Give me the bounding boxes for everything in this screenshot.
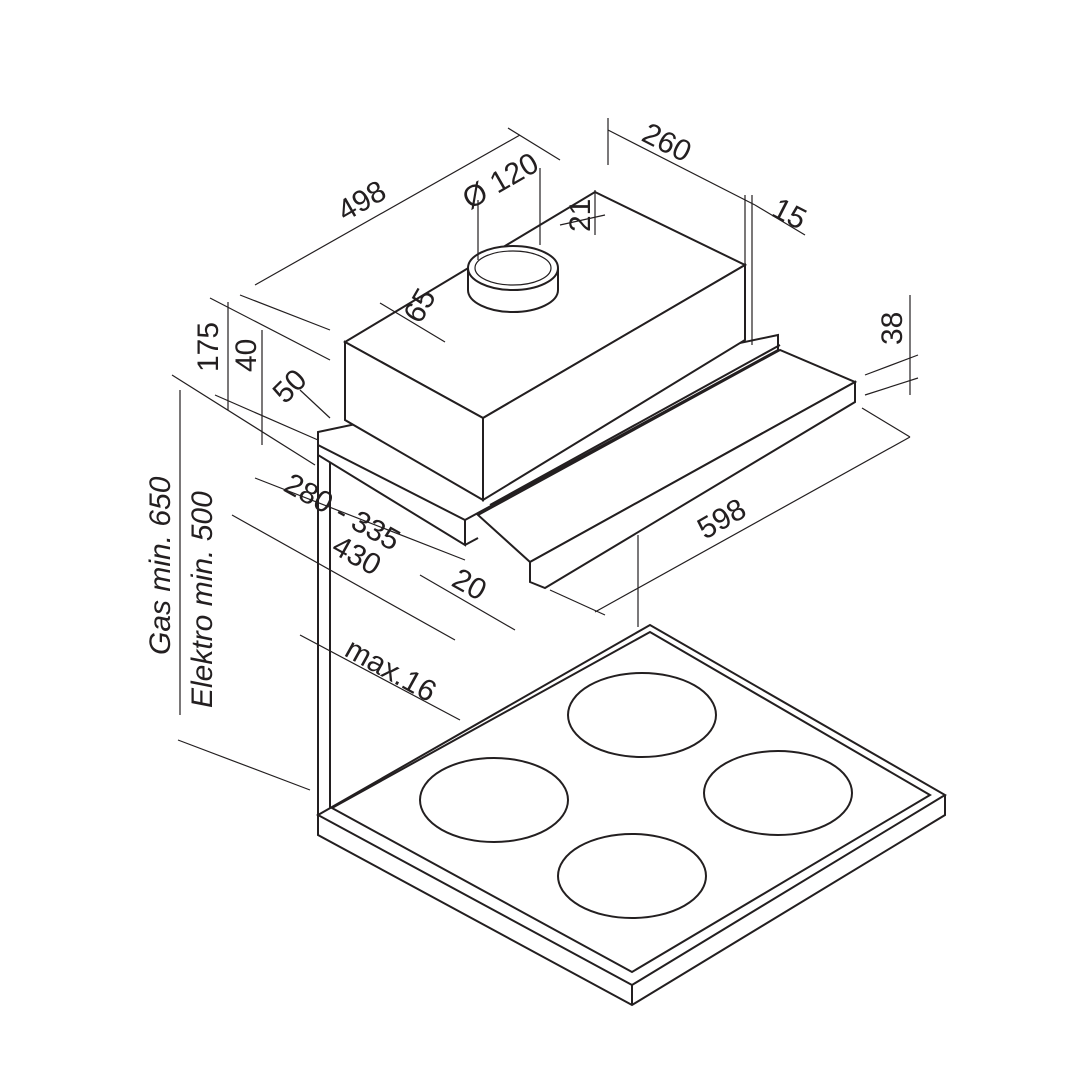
dimension-lines [171, 118, 919, 791]
dim-elektro-min: Elektro min. 500 [186, 491, 219, 708]
dim-260: 260 [637, 117, 697, 169]
dim-max-16: max.16 [340, 632, 442, 709]
burner [567, 672, 717, 758]
dim-598: 598 [692, 492, 752, 546]
burner [419, 757, 569, 843]
burner [703, 750, 853, 836]
cooktop [315, 623, 947, 1007]
burner [557, 833, 707, 919]
telescopic-drawer [476, 344, 858, 590]
dim-gas-min: Gas min. 650 [144, 476, 177, 655]
dim-175: 175 [192, 322, 225, 372]
dim-38: 38 [876, 312, 909, 345]
dim-40: 40 [230, 339, 263, 372]
dim-498: 498 [332, 174, 392, 228]
dim-50: 50 [267, 363, 314, 410]
duct-collar [467, 245, 559, 291]
dim-15: 15 [767, 192, 812, 237]
hood-body [342, 190, 748, 502]
dim-duct-diameter: Ø 120 [457, 147, 544, 216]
dim-20: 20 [447, 562, 492, 607]
dim-21: 21 [564, 199, 597, 232]
